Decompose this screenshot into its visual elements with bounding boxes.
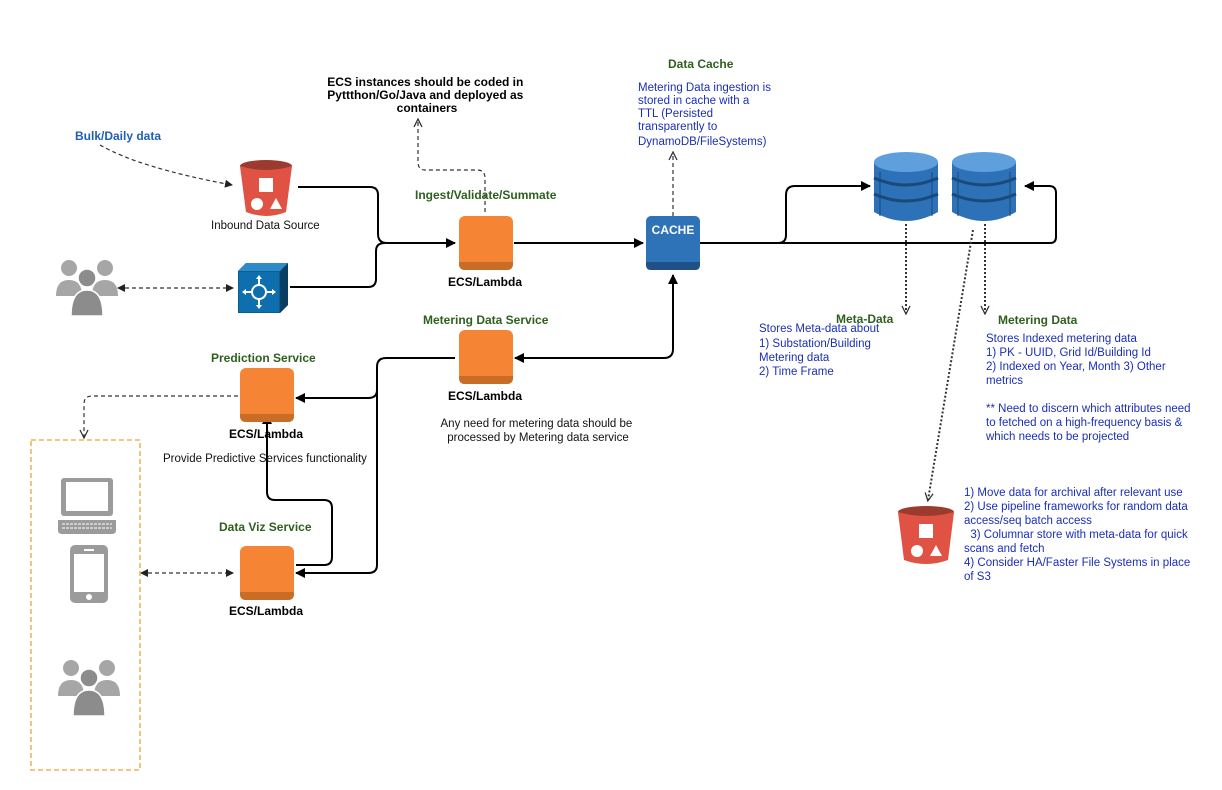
s3-bucket-icon[interactable] <box>240 160 292 216</box>
prediction-ecs-label: ECS/Lambda <box>229 427 303 441</box>
dataviz-title: Data Viz Service <box>219 520 312 534</box>
data-cache-title: Data Cache <box>668 57 734 71</box>
metering-to-dataviz-edge <box>295 390 378 578</box>
ingest-title: Ingest/Validate/Summate <box>415 188 557 202</box>
ecs-lambda-icon[interactable] <box>459 330 513 384</box>
dataviz-to-prediction-edge <box>262 414 333 566</box>
prediction-to-devices-edge <box>84 395 238 437</box>
router-icon[interactable] <box>238 263 288 313</box>
metering-data-desc: Stores Indexed metering data 1) PK - UUI… <box>985 333 1194 443</box>
cache-label: CACHE <box>652 223 695 237</box>
prediction-title: Prediction Service <box>211 351 316 365</box>
connectors <box>84 120 1057 578</box>
cache-to-dynamo1-edge <box>700 181 871 244</box>
ecs-lambda-icon[interactable] <box>240 368 294 422</box>
dynamodb-icon[interactable] <box>951 152 1017 221</box>
ecs-note: ECS instances should be coded in Pytttho… <box>327 75 526 115</box>
dynamo2-to-archive-edge <box>928 229 974 500</box>
metering-to-prediction-edge <box>295 357 455 403</box>
meta-data-desc: Stores Meta-data about 1) Substation/Bui… <box>759 323 882 378</box>
cache-to-dynamo2-edge <box>700 181 1057 244</box>
laptop-icon <box>58 478 116 534</box>
ecs-lambda-icon[interactable] <box>459 216 513 270</box>
metering-service-ecs-label: ECS/Lambda <box>448 389 522 403</box>
archive-desc: 1) Move data for archival after relevant… <box>964 487 1193 583</box>
bulk-to-s3-edge <box>99 144 233 188</box>
ingest-to-note-edge <box>418 120 486 212</box>
ingest-ecs-label: ECS/Lambda <box>448 275 522 289</box>
prediction-note: Provide Predictive Services functionalit… <box>163 453 367 465</box>
metering-service-title: Metering Data Service <box>423 313 549 327</box>
elasticache-icon[interactable]: CACHE <box>646 216 700 270</box>
metering-cache-edge <box>514 274 678 363</box>
inbound-source-label: Inbound Data Source <box>211 220 320 232</box>
bulk-daily-label: Bulk/Daily data <box>75 129 161 143</box>
data-cache-desc: Metering Data ingestion is stored in cac… <box>638 82 774 148</box>
s3-bucket-icon[interactable] <box>898 506 954 564</box>
metering-service-note: Any need for metering data should be pro… <box>441 418 636 444</box>
router-to-ingest-edge <box>290 242 386 288</box>
users-group-icon <box>56 260 118 317</box>
ecs-lambda-icon[interactable] <box>240 546 294 600</box>
meta-data-title: Meta-Data <box>836 312 894 326</box>
client-devices-group <box>30 439 141 771</box>
users-group-icon <box>58 660 120 717</box>
mobile-phone-icon <box>70 545 108 603</box>
dynamodb-icon[interactable] <box>873 152 939 221</box>
metering-data-title: Metering Data <box>998 313 1078 327</box>
dataviz-ecs-label: ECS/Lambda <box>229 604 303 618</box>
